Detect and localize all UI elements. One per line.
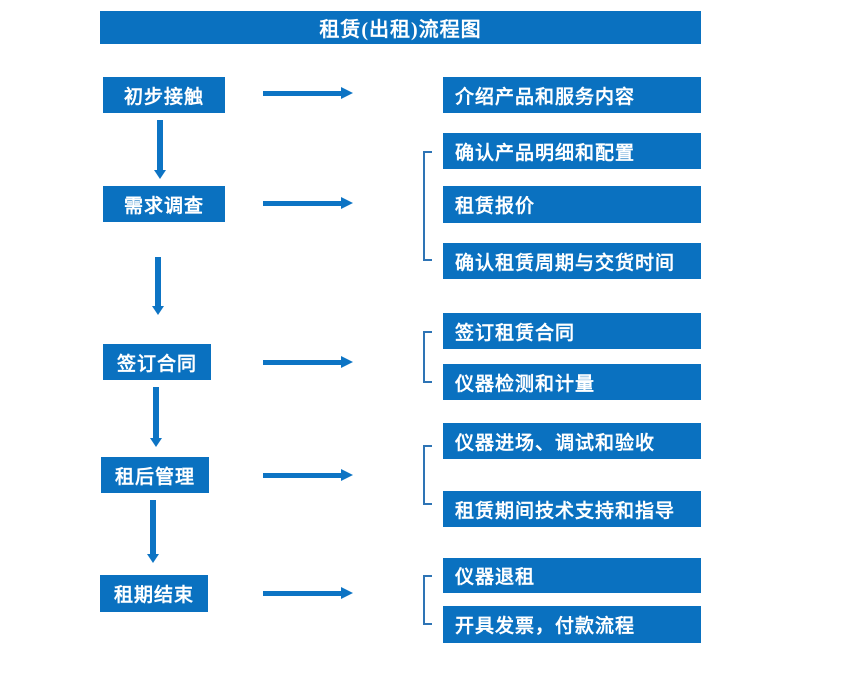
item-invoice-payment-process: 开具发票，付款流程 [443, 606, 701, 643]
arrow-head-right-icon [341, 356, 353, 368]
arrow-head-down-icon [154, 170, 166, 179]
arrow-down-1 [154, 120, 166, 179]
arrow-head-down-icon [147, 554, 159, 563]
arrow-shaft [263, 90, 341, 96]
item-introduce-products-services: 介绍产品和服务内容 [443, 77, 701, 113]
arrow-head-right-icon [341, 469, 353, 481]
arrow-right-5 [263, 587, 353, 599]
item-instrument-inspection-calibration: 仪器检测和计量 [443, 364, 701, 400]
arrow-right-1 [263, 87, 353, 99]
item-sign-rental-contract: 签订租赁合同 [443, 313, 701, 349]
step-lease-end: 租期结束 [100, 575, 208, 612]
arrow-shaft [263, 359, 341, 365]
arrow-right-3 [263, 356, 353, 368]
arrow-shaft [153, 387, 159, 439]
diagram-title: 租赁(出租)流程图 [100, 11, 701, 44]
arrow-head-right-icon [341, 87, 353, 99]
arrow-shaft [263, 472, 341, 478]
bracket-demand-survey-group [423, 151, 432, 261]
item-rental-quotation: 租赁报价 [443, 186, 701, 223]
arrow-down-4 [147, 500, 159, 563]
arrow-shaft [157, 120, 163, 171]
arrow-head-down-icon [150, 438, 162, 447]
arrow-shaft [150, 500, 156, 555]
arrow-head-right-icon [341, 197, 353, 209]
item-confirm-product-details-config: 确认产品明细和配置 [443, 133, 701, 169]
step-post-rental-management: 租后管理 [101, 457, 209, 493]
item-confirm-rental-period-delivery: 确认租赁周期与交货时间 [443, 243, 701, 279]
arrow-right-4 [263, 469, 353, 481]
arrow-shaft [155, 257, 161, 307]
arrow-head-right-icon [341, 587, 353, 599]
item-instrument-entry-debug-acceptance: 仪器进场、调试和验收 [443, 423, 701, 459]
arrow-head-down-icon [152, 306, 164, 315]
step-sign-contract: 签订合同 [103, 344, 211, 380]
step-demand-survey: 需求调查 [103, 186, 225, 222]
bracket-lease-end-group [423, 575, 432, 625]
arrow-down-3 [150, 387, 162, 447]
arrow-shaft [263, 590, 341, 596]
bracket-post-rental-group [423, 445, 432, 505]
item-rental-technical-support: 租赁期间技术支持和指导 [443, 491, 701, 527]
arrow-shaft [263, 200, 341, 206]
item-instrument-return: 仪器退租 [443, 558, 701, 593]
arrow-down-2 [152, 257, 164, 315]
bracket-sign-contract-group [423, 331, 432, 383]
arrow-right-2 [263, 197, 353, 209]
step-initial-contact: 初步接触 [103, 77, 225, 113]
